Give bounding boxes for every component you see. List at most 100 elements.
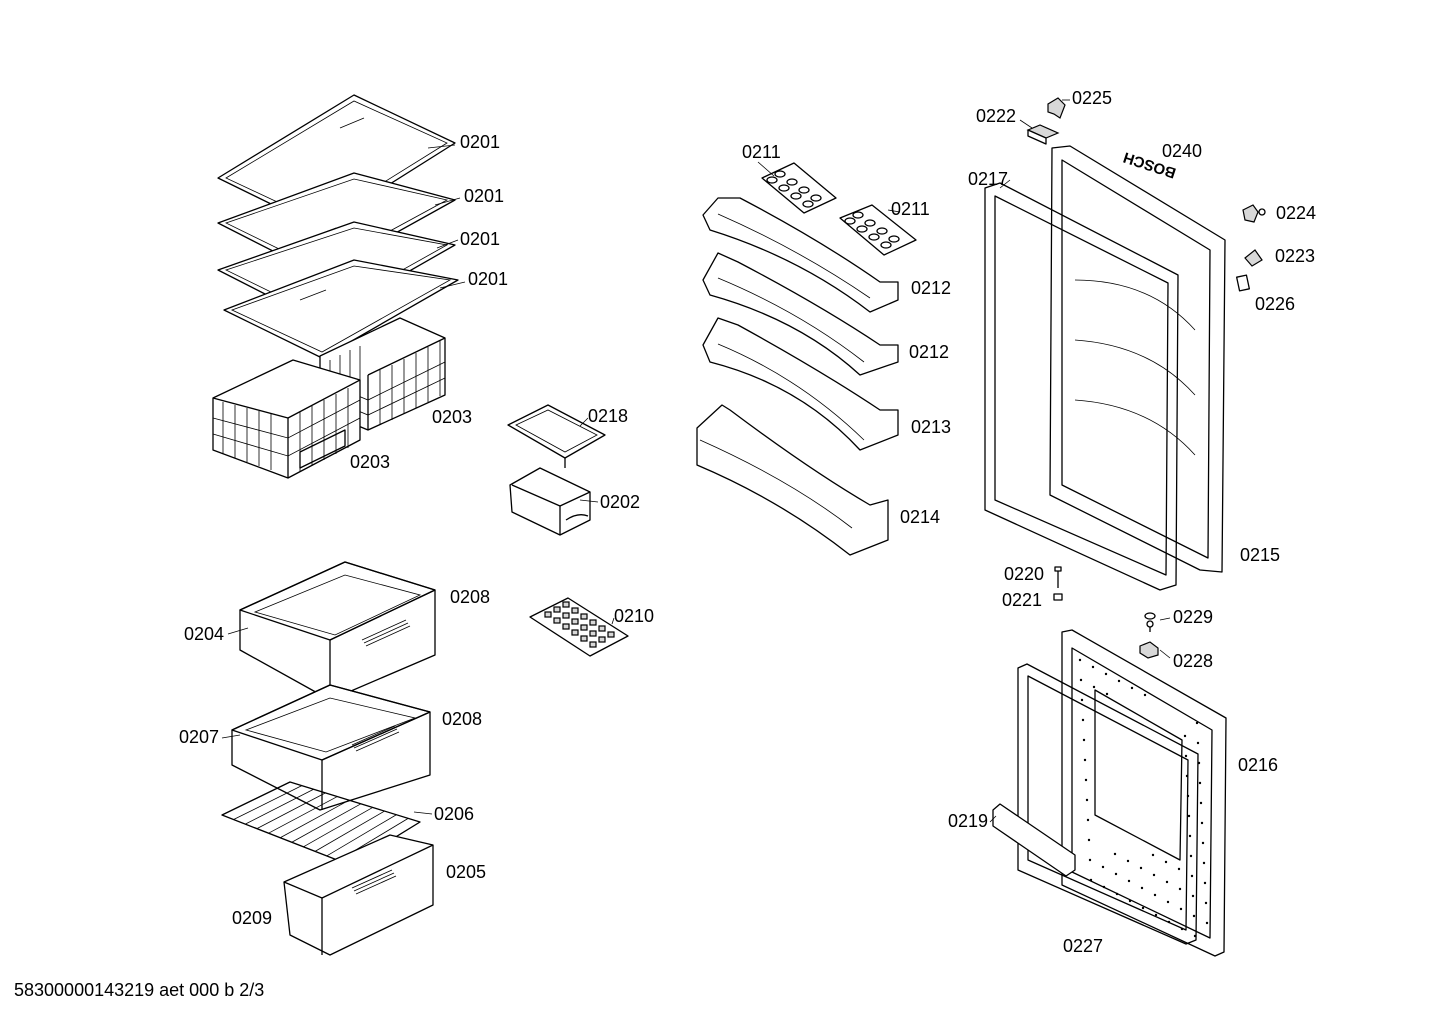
- label-0212-a: 0212: [911, 278, 951, 298]
- door-dot: [1153, 893, 1157, 897]
- door-dot: [1177, 867, 1181, 871]
- label-0201-c: 0201: [460, 229, 500, 249]
- screw-0220[interactable]: [1054, 566, 1062, 588]
- glass-shelf-4[interactable]: [223, 259, 459, 359]
- door-dot: [1114, 872, 1118, 876]
- ice-cell: [553, 617, 561, 624]
- door-shelf-0212-lower[interactable]: [702, 252, 899, 376]
- door-dot: [1126, 859, 1130, 863]
- egg-tray-0211-lower[interactable]: [839, 204, 917, 256]
- door-dot: [1141, 906, 1145, 910]
- door-dot: [1082, 738, 1086, 742]
- door-dot: [1198, 781, 1202, 785]
- door-dot: [1191, 894, 1195, 898]
- door-dot: [1204, 901, 1208, 905]
- door-dot: [1140, 886, 1144, 890]
- label-0224: 0224: [1276, 203, 1316, 223]
- door-dot: [1086, 818, 1090, 822]
- clip-0226[interactable]: [1236, 274, 1250, 292]
- hinge-cap-0222[interactable]: [1026, 124, 1060, 145]
- egg-cup: [798, 186, 810, 194]
- ice-cell: [571, 629, 579, 636]
- label-0240: 0240: [1162, 141, 1202, 161]
- label-0221: 0221: [1002, 590, 1042, 610]
- lower-door-0216[interactable]: [1061, 629, 1227, 957]
- door-dot: [1179, 907, 1183, 911]
- door-shelf-0214[interactable]: [696, 404, 889, 556]
- door-shelf-0212-upper[interactable]: [702, 197, 899, 313]
- egg-cup: [888, 235, 900, 243]
- wire-basket-front[interactable]: [212, 359, 361, 479]
- egg-cup: [802, 200, 814, 208]
- label-0219: 0219: [948, 811, 988, 831]
- door-dot: [1199, 801, 1203, 805]
- label-0215: 0215: [1240, 545, 1280, 565]
- door-dot: [1192, 914, 1196, 918]
- upper-door-0215[interactable]: [1049, 145, 1226, 573]
- door-dot: [1130, 686, 1134, 690]
- egg-cup: [774, 170, 786, 178]
- door-dot: [1088, 858, 1092, 862]
- ice-cell: [580, 624, 588, 631]
- egg-cup: [864, 219, 876, 227]
- label-0211-a: 0211: [742, 142, 781, 162]
- label-0220: 0220: [1004, 564, 1044, 584]
- label-0216: 0216: [1238, 755, 1278, 775]
- door-dot: [1104, 672, 1108, 676]
- handle-cap-0224[interactable]: [1242, 204, 1266, 223]
- door-gasket-0227[interactable]: [1017, 663, 1199, 945]
- ice-cell: [607, 631, 615, 638]
- label-0205: 0205: [446, 862, 486, 882]
- door-dot: [1166, 900, 1170, 904]
- label-0201-d: 0201: [468, 269, 508, 289]
- door-dot: [1184, 754, 1188, 758]
- door-dot: [1203, 881, 1207, 885]
- egg-cup: [790, 192, 802, 200]
- label-0218: 0218: [588, 406, 628, 426]
- label-0209: 0209: [232, 908, 272, 928]
- door-dot: [1080, 698, 1084, 702]
- drawer-0207[interactable]: [231, 684, 431, 811]
- bushing-0221[interactable]: [1053, 593, 1063, 601]
- lid-0218[interactable]: [507, 404, 606, 468]
- rack-bar: [221, 781, 291, 816]
- rack-bar: [256, 792, 326, 829]
- rack-bar: [245, 788, 314, 825]
- hinge-0225[interactable]: [1047, 97, 1066, 119]
- drawer-0205[interactable]: [283, 834, 434, 956]
- door-dot: [1127, 879, 1131, 883]
- label-0210: 0210: [614, 606, 654, 626]
- box-0202[interactable]: [509, 467, 591, 536]
- door-dot: [1089, 878, 1093, 882]
- label-0212-b: 0212: [909, 342, 949, 362]
- door-gasket-0217[interactable]: [984, 182, 1179, 591]
- hinge-block-0228[interactable]: [1139, 641, 1159, 659]
- egg-cup: [880, 241, 892, 249]
- ice-cell: [562, 601, 570, 608]
- door-dot: [1201, 841, 1205, 845]
- door-dot: [1087, 838, 1091, 842]
- label-0203-b: 0203: [350, 452, 390, 472]
- door-shelf-0213[interactable]: [702, 317, 899, 451]
- ice-cell: [589, 641, 597, 648]
- label-0208-b: 0208: [442, 709, 482, 729]
- label-0206: 0206: [434, 804, 474, 824]
- cap-0223[interactable]: [1244, 249, 1263, 267]
- door-dot: [1154, 913, 1158, 917]
- rack-bar: [233, 785, 302, 820]
- door-dot: [1188, 834, 1192, 838]
- egg-tray-0211-upper[interactable]: [761, 162, 837, 214]
- ice-cell: [544, 611, 552, 618]
- label-0203-a: 0203: [432, 407, 472, 427]
- label-0228: 0228: [1173, 651, 1213, 671]
- washer-0229[interactable]: [1144, 612, 1156, 632]
- ice-tray-0210[interactable]: [529, 597, 629, 657]
- handle-bar-0219[interactable]: [992, 803, 1076, 877]
- drawer-0208-upper[interactable]: [239, 561, 436, 701]
- ice-cell: [562, 612, 570, 619]
- ice-cell: [553, 606, 561, 613]
- label-0226: 0226: [1255, 294, 1295, 314]
- door-dot: [1200, 821, 1204, 825]
- label-0201-a: 0201: [460, 132, 500, 152]
